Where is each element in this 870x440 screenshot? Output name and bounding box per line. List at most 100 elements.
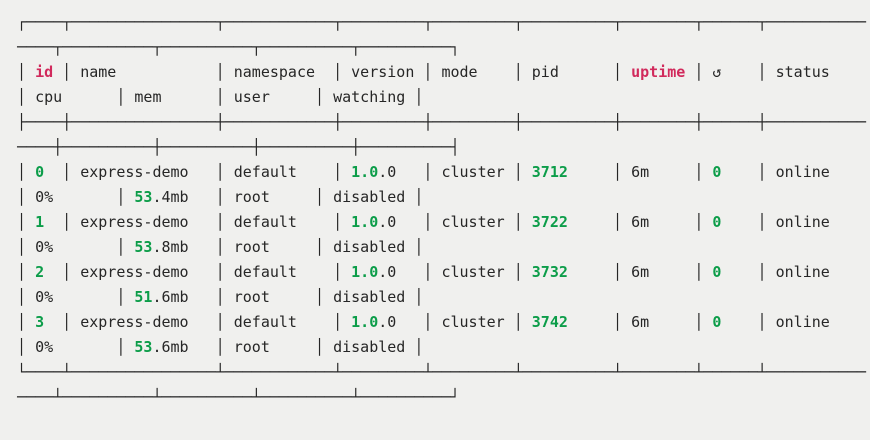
terminal-text-segment: │ xyxy=(405,88,424,106)
terminal-text-segment: 6m xyxy=(631,263,650,281)
terminal-text-segment: ┌────┬────────────────┬────────────┬────… xyxy=(17,13,866,31)
terminal-text-segment: online xyxy=(775,213,830,231)
terminal-text-segment xyxy=(26,163,35,181)
terminal-text-segment: .0 xyxy=(378,163,397,181)
terminal-accent-text: 3712 xyxy=(531,163,568,181)
terminal-text-segment xyxy=(622,263,631,281)
terminal-text-segment: ↺ xyxy=(712,63,722,81)
terminal-text-segment: │ xyxy=(188,188,225,206)
terminal-text-segment: │ xyxy=(53,338,126,356)
terminal-text-segment xyxy=(26,263,35,281)
terminal-text-segment: pid xyxy=(531,63,559,81)
terminal-text-segment: │ xyxy=(17,213,27,231)
terminal-text-segment xyxy=(622,163,631,181)
terminal-text-segment xyxy=(71,263,80,281)
terminal-accent-text: 1.0 xyxy=(351,263,379,281)
terminal-text-segment xyxy=(26,238,35,256)
terminal-text-segment: │ xyxy=(188,338,225,356)
terminal-text-segment xyxy=(767,163,776,181)
terminal-text-segment: │ xyxy=(296,313,343,331)
terminal-text-segment: │ xyxy=(17,263,27,281)
terminal-text-segment: mem xyxy=(134,88,162,106)
terminal-text-segment: default xyxy=(233,313,297,331)
terminal-text-segment xyxy=(342,63,351,81)
terminal-text-segment xyxy=(225,163,234,181)
terminal-text-segment xyxy=(71,313,80,331)
terminal-text-segment xyxy=(324,88,333,106)
table-bottom-border-line: ────┴──────────┴──────────┴──────────┴──… xyxy=(17,385,870,410)
terminal-accent-text: 53 xyxy=(134,338,153,356)
terminal-text-segment: express-demo xyxy=(80,313,189,331)
terminal-text-segment: disabled xyxy=(333,288,406,306)
terminal-accent-text: 0 xyxy=(35,163,45,181)
terminal-accent-text: 1.0 xyxy=(351,313,379,331)
terminal-text-segment xyxy=(342,163,351,181)
terminal-text-segment xyxy=(324,238,333,256)
terminal-text-segment: │ xyxy=(414,63,433,81)
terminal-text-segment: │ xyxy=(504,163,523,181)
terminal-text-segment: │ xyxy=(269,338,325,356)
terminal-text-segment: 6m xyxy=(631,213,650,231)
terminal-text-segment: │ xyxy=(721,313,767,331)
terminal-text-segment: ────┼──────────┼──────────┼──────────┼──… xyxy=(17,138,460,156)
terminal-text-segment: │ xyxy=(649,213,704,231)
terminal-text-segment: └────┴────────────────┴────────────┴────… xyxy=(17,363,866,381)
terminal-text-segment: 0% xyxy=(35,338,54,356)
terminal-text-segment: │ xyxy=(269,188,325,206)
process-row-line: │ 0% │ 53.6mb │ root │ disabled │ xyxy=(17,335,870,360)
terminal-text-segment: │ xyxy=(44,263,72,281)
process-row-line: │ 0% │ 53.8mb │ root │ disabled │ xyxy=(17,235,870,260)
terminal-text-segment xyxy=(225,313,234,331)
terminal-text-segment: cluster xyxy=(441,163,505,181)
terminal-text-segment: │ xyxy=(62,88,126,106)
terminal-text-segment xyxy=(622,313,631,331)
terminal-text-segment xyxy=(767,263,776,281)
terminal-text-segment: ────┬──────────┬──────────┬──────────┬──… xyxy=(17,38,460,56)
terminal-text-segment xyxy=(225,288,234,306)
terminal-text-segment: cluster xyxy=(441,313,505,331)
terminal-text-segment: │ xyxy=(405,338,424,356)
terminal-text-segment: │ xyxy=(396,263,433,281)
terminal-text-segment xyxy=(830,163,866,181)
terminal-text-segment: │ xyxy=(17,163,27,181)
terminal-accent-text: 3742 xyxy=(531,313,568,331)
terminal-text-segment xyxy=(26,188,35,206)
terminal-text-segment xyxy=(324,188,333,206)
terminal-text-segment: cluster xyxy=(441,263,505,281)
terminal-text-segment: │ xyxy=(17,338,27,356)
terminal-text-segment: │ xyxy=(405,288,424,306)
terminal-text-segment: │ xyxy=(188,288,225,306)
terminal-text-segment xyxy=(26,288,35,306)
process-row-line: │ 2 │ express-demo │ default │ 1.0.0 │ c… xyxy=(17,260,870,285)
terminal-text-segment: │ xyxy=(721,263,767,281)
terminal-text-segment xyxy=(71,163,80,181)
terminal-text-segment: │ xyxy=(396,313,433,331)
terminal-accent-text: 3 xyxy=(35,313,45,331)
terminal-text-segment: │ xyxy=(116,63,225,81)
terminal-accent-text: 2 xyxy=(35,263,45,281)
terminal-text-segment xyxy=(622,213,631,231)
terminal-text-segment: │ xyxy=(44,213,72,231)
terminal-text-segment: default xyxy=(233,263,297,281)
terminal-text-segment: │ xyxy=(188,163,225,181)
terminal-text-segment: │ xyxy=(405,188,424,206)
terminal-text-segment: root xyxy=(233,188,270,206)
terminal-text-segment: .0 xyxy=(378,313,397,331)
process-row-line: │ 0% │ 51.6mb │ root │ disabled │ xyxy=(17,285,870,310)
terminal-text-segment xyxy=(830,263,866,281)
terminal-text-segment: │ xyxy=(188,238,225,256)
terminal-text-segment: │ xyxy=(567,213,623,231)
terminal-text-segment: │ xyxy=(17,313,27,331)
terminal-text-segment: watching xyxy=(333,88,406,106)
terminal-text-segment: express-demo xyxy=(80,213,189,231)
terminal-accent-text: 1.0 xyxy=(351,213,379,231)
terminal-text-segment: namespace xyxy=(233,63,316,81)
table-top-border-line: ┌────┬────────────────┬────────────┬────… xyxy=(17,10,870,35)
terminal-accent-text: 3732 xyxy=(531,263,568,281)
terminal-text-segment xyxy=(830,313,866,331)
terminal-text-segment xyxy=(342,263,351,281)
terminal-text-segment: │ xyxy=(17,238,27,256)
terminal-text-segment: │ xyxy=(296,163,343,181)
terminal-accent-text: 53 xyxy=(134,238,153,256)
terminal-text-segment: │ xyxy=(44,163,72,181)
